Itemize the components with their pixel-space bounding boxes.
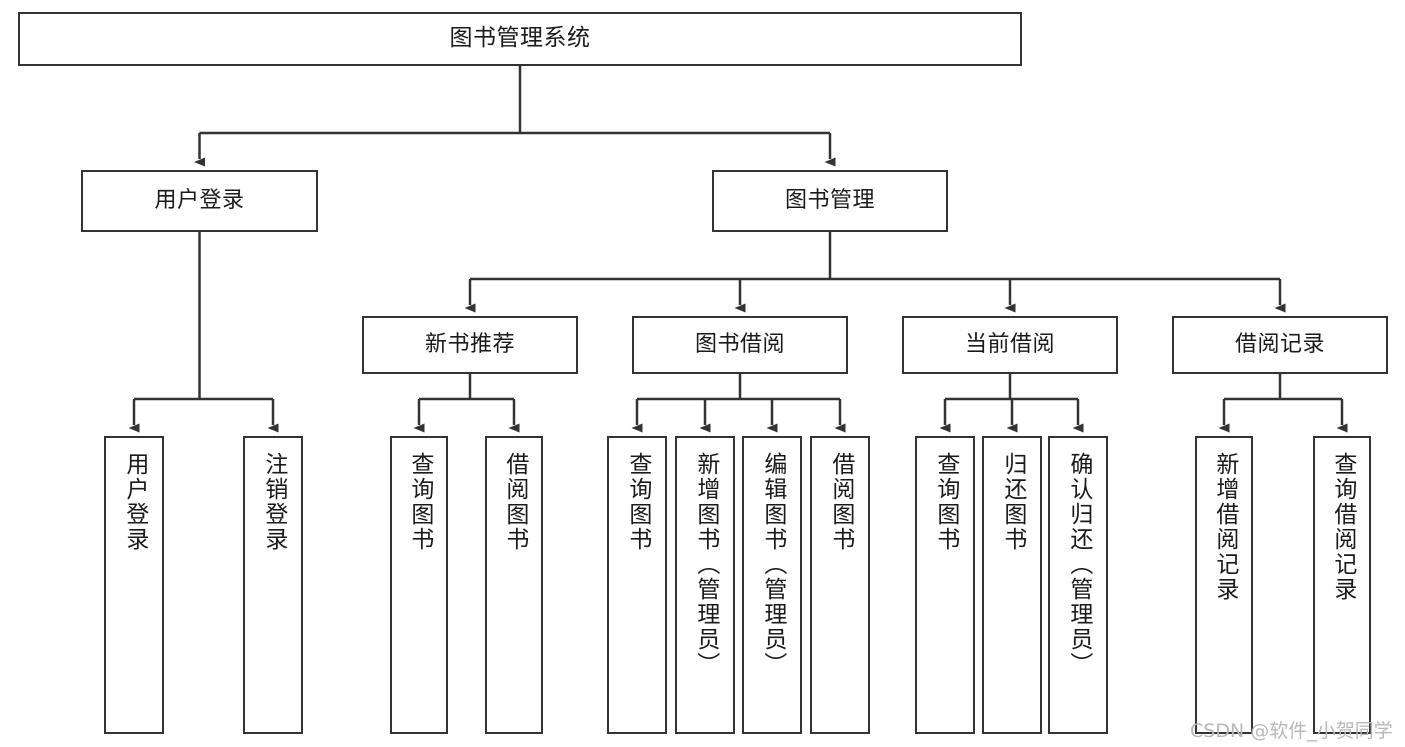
node-label: 借阅图书 [501, 452, 528, 552]
node-leaf-rec-add[interactable]: 新增借阅记录 [1195, 436, 1253, 734]
node-label: 注销登录 [260, 452, 287, 552]
node-leaf-cur-return[interactable]: 归还图书 [982, 436, 1042, 734]
node-leaf-bw-query[interactable]: 查询图书 [607, 436, 667, 734]
node-root[interactable]: 图书管理系统 [18, 12, 1022, 66]
node-label: 查询图书 [932, 452, 959, 552]
node-leaf-user-login[interactable]: 用户登录 [104, 436, 164, 734]
node-records[interactable]: 借阅记录 [1172, 316, 1388, 374]
node-label: 图书借阅 [694, 332, 785, 358]
node-leaf-nb-query[interactable]: 查询图书 [390, 436, 448, 734]
node-label: 图书管理系统 [449, 25, 591, 52]
node-label: 编辑图书（管理员） [759, 452, 786, 677]
node-leaf-rec-query[interactable]: 查询借阅记录 [1313, 436, 1371, 734]
node-label: 借阅记录 [1234, 332, 1325, 358]
csdn-watermark: CSDN @软件_小贺同学 [1190, 720, 1393, 742]
node-leaf-bw-add[interactable]: 新增图书（管理员） [675, 436, 735, 734]
node-login[interactable]: 用户登录 [81, 170, 318, 232]
node-label: 用户登录 [121, 452, 148, 552]
node-borrow[interactable]: 图书借阅 [632, 316, 848, 374]
node-label: 新书推荐 [424, 332, 515, 358]
node-leaf-cur-confirm[interactable]: 确认归还（管理员） [1048, 436, 1108, 734]
node-newbook[interactable]: 新书推荐 [362, 316, 578, 374]
node-label: 当前借阅 [964, 332, 1055, 358]
node-label: 查询图书 [624, 452, 651, 552]
node-leaf-nb-borrow[interactable]: 借阅图书 [485, 436, 543, 734]
node-bookmgmt[interactable]: 图书管理 [712, 170, 948, 232]
node-leaf-bw-lend[interactable]: 借阅图书 [810, 436, 870, 734]
node-leaf-user-logout[interactable]: 注销登录 [243, 436, 303, 734]
node-label: 查询图书 [406, 452, 433, 552]
node-label: 确认归还（管理员） [1065, 452, 1092, 677]
node-leaf-cur-query[interactable]: 查询图书 [915, 436, 975, 734]
node-current[interactable]: 当前借阅 [902, 316, 1118, 374]
node-leaf-bw-edit[interactable]: 编辑图书（管理员） [742, 436, 802, 734]
node-label: 借阅图书 [827, 452, 854, 552]
node-label: 用户登录 [154, 188, 245, 214]
node-label: 查询借阅记录 [1329, 452, 1356, 602]
node-label: 图书管理 [784, 188, 875, 214]
node-label: 新增借阅记录 [1211, 452, 1238, 602]
node-label: 归还图书 [999, 452, 1026, 552]
node-label: 新增图书（管理员） [692, 452, 719, 677]
